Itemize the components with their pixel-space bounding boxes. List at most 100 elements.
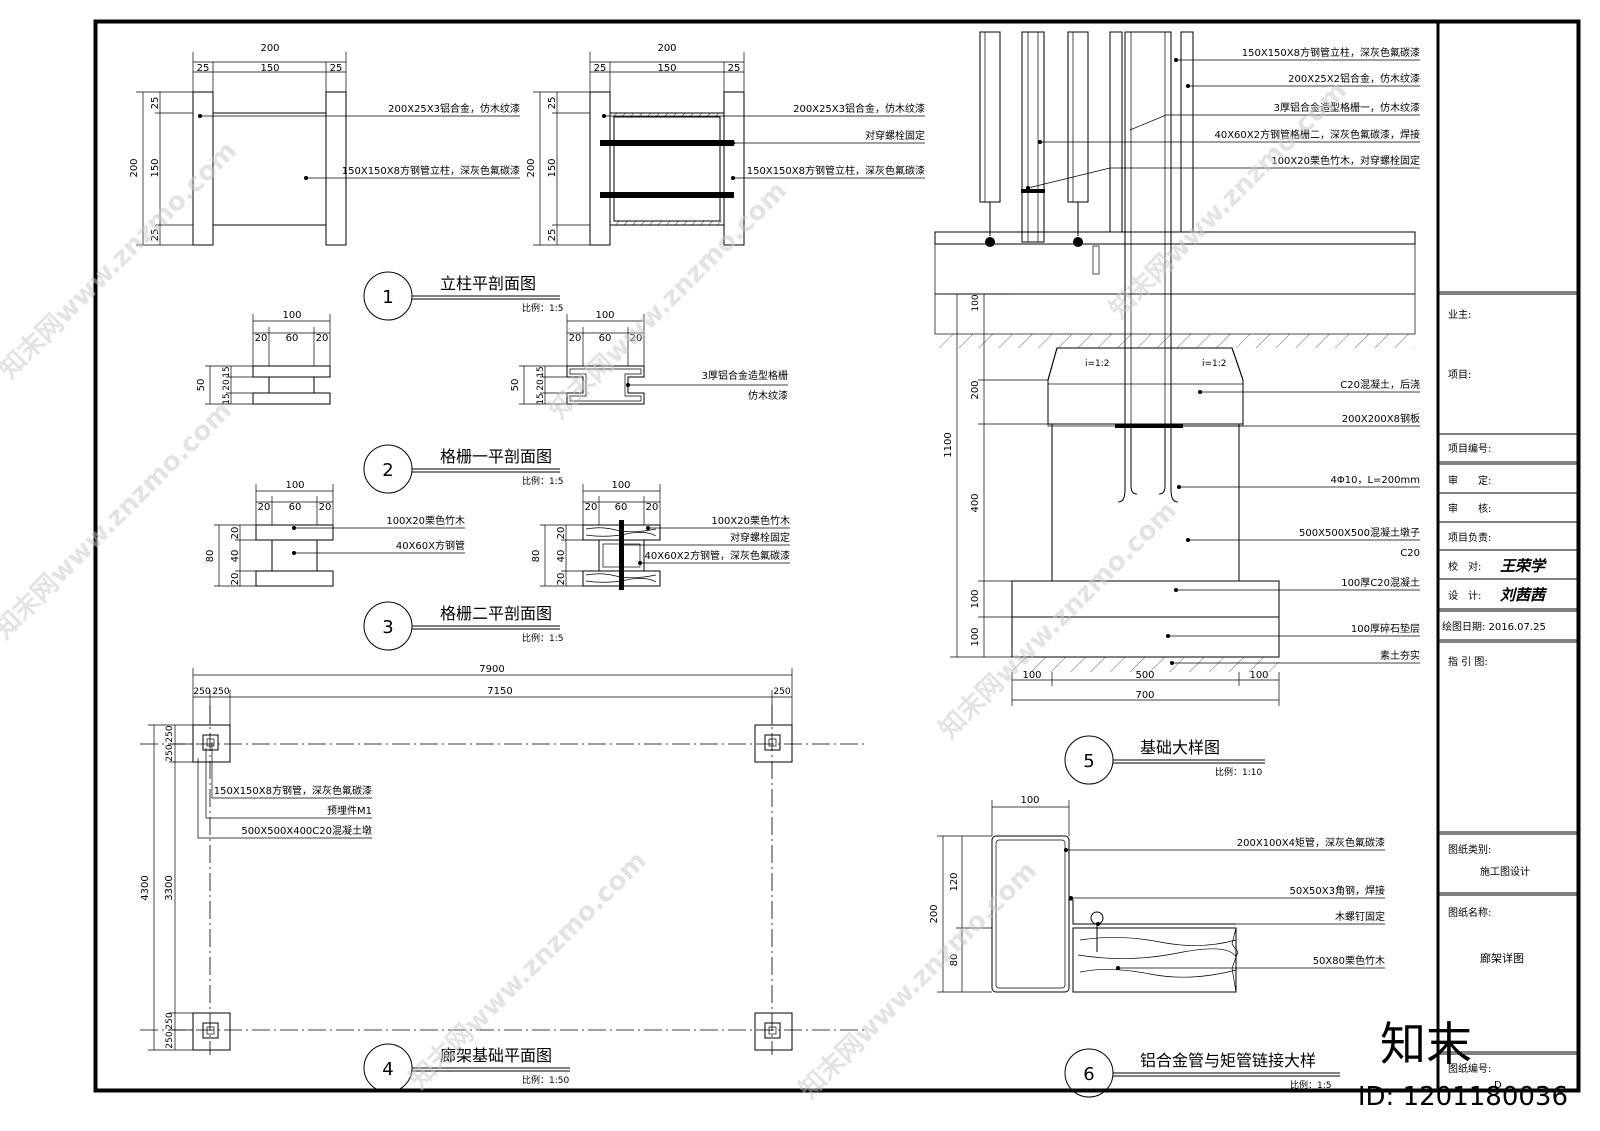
detail-2-grille-one: 100 20 60 20 50 15 20 15 100 20 60 20 [196,310,788,494]
dim-6-v-total: 200 [929,904,940,923]
dim-1-left: 25 [197,63,210,74]
dim-4-v-d: 250 [165,1031,175,1048]
label-5l: 100厚碎石垫层 [1351,622,1420,635]
dim-1-v-mid: 150 [150,158,161,177]
detail-5-title: 基础大样图 [1140,738,1220,757]
dim-3-a: 20 [258,502,271,513]
dim-4-v-a: 250 [165,725,175,742]
dim-2r-c: 20 [630,333,643,344]
dim-1r-v-mid: 150 [547,158,558,177]
detail-6-connection: 100 200 120 80 200X100X4矩管，深灰色氟碳漆 50X50X… [929,795,1385,1098]
watermark-7: 知末网www.znzmo.com [1104,76,1353,325]
detail-2-title: 格栅一平剖面图 [440,447,552,466]
label-1a: 200X25X3铝合金，仿木纹漆 [388,102,520,115]
tb-check-signature: 王荣学 [1500,557,1547,575]
dim-1-mid: 150 [260,63,279,74]
dim-2-v-total: 50 [196,379,207,392]
watermark-5: 知末网www.znzmo.com [934,496,1183,745]
label-2b: 仿木纹漆 [748,389,788,402]
tb-name: 廊架详图 [1480,951,1524,965]
watermark-4: 知末网www.znzmo.com [544,176,793,425]
detail-4-title: 廊架基础平面图 [440,1046,552,1065]
label-5d: 40X60X2方钢管格栅二，深灰色氟碳漆，焊接 [1214,128,1420,141]
dim-1-v-total: 200 [129,158,140,177]
detail-1-title: 立柱平剖面图 [440,274,536,293]
label-5m: 素土夯实 [1380,649,1420,662]
dim-4-v-c: 250 [165,1012,175,1029]
label-5b: 200X25X2铝合金，仿木纹漆 [1288,72,1420,85]
dim-5-v-a: 200 [970,380,981,399]
detail-6-scale: 比例：1:5 [1290,1079,1332,1091]
dim-2r-v-c: 15 [536,393,546,404]
label-1c: 200X25X3铝合金，仿木纹漆 [793,102,925,115]
dim-3r-v-a: 20 [556,527,567,540]
detail-5-scale: 比例：1:10 [1215,766,1262,778]
label-2a: 3厚铝合金造型格栅 [702,369,788,382]
dim-4-b: 250 [212,687,229,697]
detail-3-scale: 比例：1:5 [522,632,564,644]
dim-3-v-total: 80 [205,550,216,563]
dim-2r-v-total: 50 [510,379,521,392]
tb-design-signature: 刘茜茜 [1500,586,1548,604]
dim-2-v-b: 20 [222,379,232,391]
label-6d: 50X80栗色竹木 [1313,954,1385,967]
dim-6-width: 100 [1020,795,1039,806]
label-4b: 预埋件M1 [327,805,372,817]
dim-3r-c: 20 [646,502,659,513]
label-4a: 150X150X8方钢管，深灰色氟碳漆 [214,784,372,797]
dim-4-v-mid: 3300 [164,875,175,900]
dim-4-total: 7900 [479,664,504,675]
tb-no-label: 图纸编号: [1448,1062,1491,1075]
label-6b: 50X50X3角钢，焊接 [1289,884,1385,897]
label-3e: 40X60X2方钢管，深灰色氟碳漆 [644,549,790,562]
tb-review: 审 核: [1448,502,1491,515]
tb-name-label: 图纸名称: [1448,906,1491,919]
label-6a: 200X100X4矩管，深灰色氟碳漆 [1237,836,1385,849]
dim-1r-left: 25 [594,63,607,74]
dim-1-right: 25 [330,63,343,74]
dim-1-total: 200 [260,43,279,54]
watermark-id: ID: 1201180036 [1358,1082,1568,1112]
dim-5-slope-left: i=1:2 [1085,359,1110,369]
tb-date: 绘图日期: 2016.07.25 [1442,620,1546,633]
dim-6-v-a: 120 [949,872,960,891]
detail-6-title: 铝合金管与矩管链接大样 [1140,1051,1316,1070]
dim-3r-a: 20 [585,502,598,513]
label-5c: 3厚铝合金造型格栅一，仿木纹漆 [1274,101,1420,114]
detail-2-number: 2 [382,460,393,481]
label-3d: 对穿螺栓固定 [730,531,790,544]
dim-5-h-a: 100 [1022,670,1041,681]
watermark-brand: 知末 [1380,1017,1472,1071]
dim-3-v-c: 20 [230,573,241,586]
tb-approve: 审 定: [1448,474,1491,487]
dim-5-h-c: 100 [1249,670,1268,681]
detail-1-column-plan: 200 25 150 25 200X25X3铝合金，仿木纹漆 150X150X8… [129,43,925,321]
dim-5-v-d: 100 [970,627,981,646]
dim-5-v-b: 400 [970,493,981,512]
label-1d: 对穿螺栓固定 [865,129,925,142]
detail-5-foundation-section: i=1:2 i=1:2 [934,31,1420,785]
tb-category-label: 图纸类别: [1448,843,1491,856]
dim-3-b: 60 [289,502,302,513]
dim-4-v-total: 4300 [140,875,151,900]
dim-5-v-total: 1100 [943,432,954,457]
dim-2-b: 60 [286,333,299,344]
label-5e: 100X20栗色竹木，对穿螺栓固定 [1271,154,1420,167]
label-5h: 4Φ10，L=200mm [1331,475,1420,486]
dim-2-total: 100 [282,310,301,321]
watermark-1: 知末网www.znzmo.com [0,136,243,385]
dim-5-h-b: 500 [1135,670,1154,681]
dim-6-v-b: 80 [949,954,960,967]
detail-3-title: 格栅二平剖面图 [440,604,552,623]
label-5g: 200X200X8钢板 [1342,412,1420,425]
tb-lead: 项目负责: [1448,531,1491,544]
detail-4-foundation-plan: 7900 250 250 7150 250 4300 3300 250 250 … [140,664,865,1093]
dim-1r-v-bot: 25 [547,229,558,242]
tb-project: 项目: [1448,369,1471,381]
dim-2r-v-a: 15 [536,366,546,377]
detail-2-scale: 比例：1:5 [522,475,564,487]
dim-2-v-c: 15 [222,393,232,404]
dim-1-v-bot: 25 [150,229,161,242]
detail-3-grille-two: 100 20 60 20 80 20 40 20 100X20栗色竹木 40X6… [205,480,790,651]
dim-4-c: 250 [773,687,790,697]
